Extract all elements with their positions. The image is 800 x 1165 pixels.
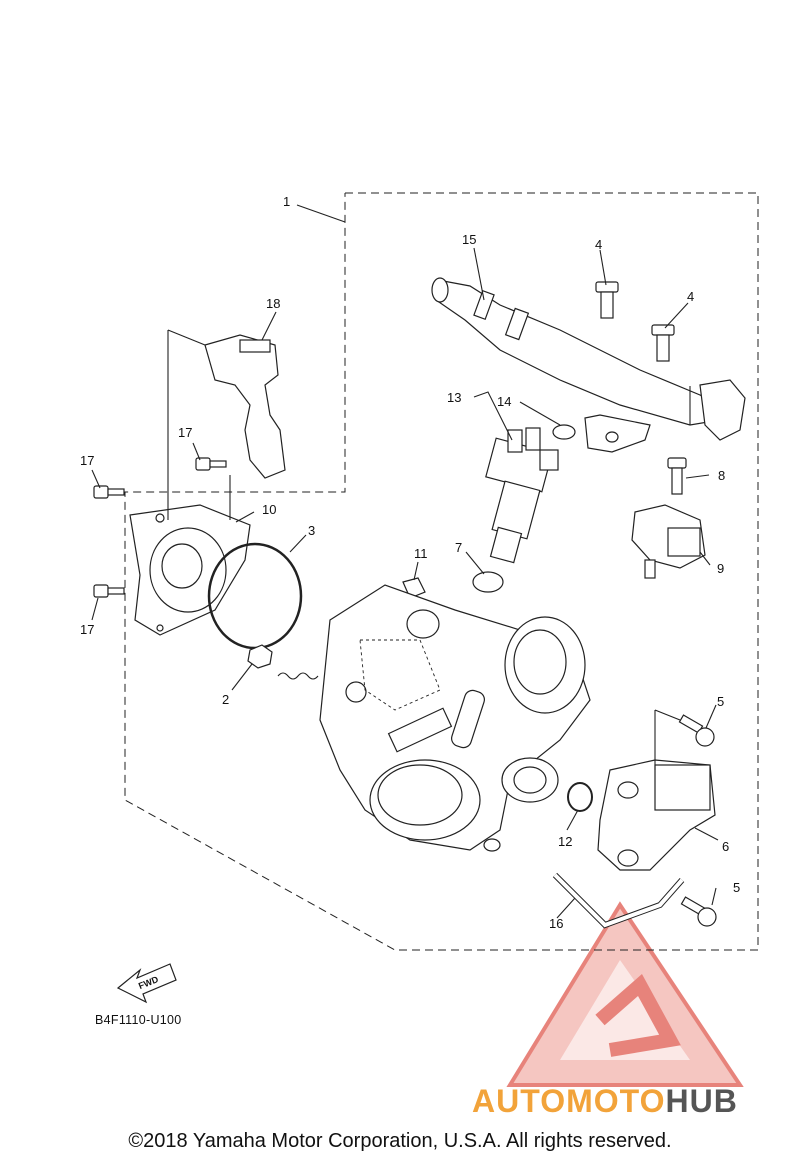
nut-spring-2	[247, 644, 319, 680]
watermark-text-part2: HUB	[665, 1083, 737, 1119]
watermark-text-part1: AUTOMOTO	[472, 1083, 665, 1119]
callout-5b: 5	[733, 880, 740, 895]
callout-15: 15	[462, 232, 476, 247]
callout-11: 11	[414, 546, 428, 561]
fuel-injector	[485, 427, 559, 564]
callout-3: 3	[308, 523, 315, 538]
screw-8	[667, 457, 687, 495]
leader-lines	[91, 247, 719, 919]
screw-17a	[93, 485, 125, 499]
diagram-reference: B4F1110-U100	[95, 1013, 182, 1027]
callout-1: 1	[283, 194, 290, 209]
callout-17c: 17	[80, 622, 94, 637]
screw-17c	[93, 584, 125, 598]
callout-5a: 5	[717, 694, 724, 709]
callout-10: 10	[262, 502, 276, 517]
o-ring-12	[567, 782, 593, 812]
callout-17b: 17	[178, 425, 192, 440]
callout-17a: 17	[80, 453, 94, 468]
watermark-wordmark: AUTOMOTOHUB	[472, 1083, 738, 1119]
callout-7: 7	[455, 540, 462, 555]
callout-18: 18	[266, 296, 280, 311]
callout-12: 12	[558, 834, 572, 849]
callout-4a: 4	[595, 237, 602, 252]
parts-diagram: 1 2 3 4 4 5 5 6 7 8 9 10 11 12 13 14 15 …	[80, 192, 759, 1119]
watermark-logo	[506, 901, 744, 1087]
screw-5b	[680, 896, 717, 927]
throttle-position-sensor	[597, 759, 716, 871]
throttle-body	[319, 584, 591, 852]
screw-17b	[195, 457, 227, 471]
callout-labels: 1 2 3 4 4 5 5 6 7 8 9 10 11 12 13 14 15 …	[80, 194, 740, 931]
bracket-18	[204, 334, 286, 479]
callout-14: 14	[497, 394, 511, 409]
fuel-delivery-pipe	[431, 277, 746, 453]
assembly-boundary-upper	[124, 192, 759, 951]
callout-6: 6	[722, 839, 729, 854]
callout-13: 13	[447, 390, 461, 405]
callout-2: 2	[222, 692, 229, 707]
injector-seal	[552, 424, 576, 440]
callout-8: 8	[718, 468, 725, 483]
fwd-arrow-icon: FWD	[116, 963, 177, 1004]
callout-4b: 4	[687, 289, 694, 304]
o-ring-7	[472, 571, 504, 593]
bolt-4a	[595, 281, 619, 319]
callout-9: 9	[717, 561, 724, 576]
callout-16: 16	[549, 916, 563, 931]
screw-5a	[678, 714, 715, 747]
bolt-4b	[651, 324, 675, 362]
intake-air-sensor	[631, 504, 706, 579]
copyright-text: ©2018 Yamaha Motor Corporation, U.S.A. A…	[128, 1130, 672, 1152]
cover-10	[129, 504, 251, 636]
